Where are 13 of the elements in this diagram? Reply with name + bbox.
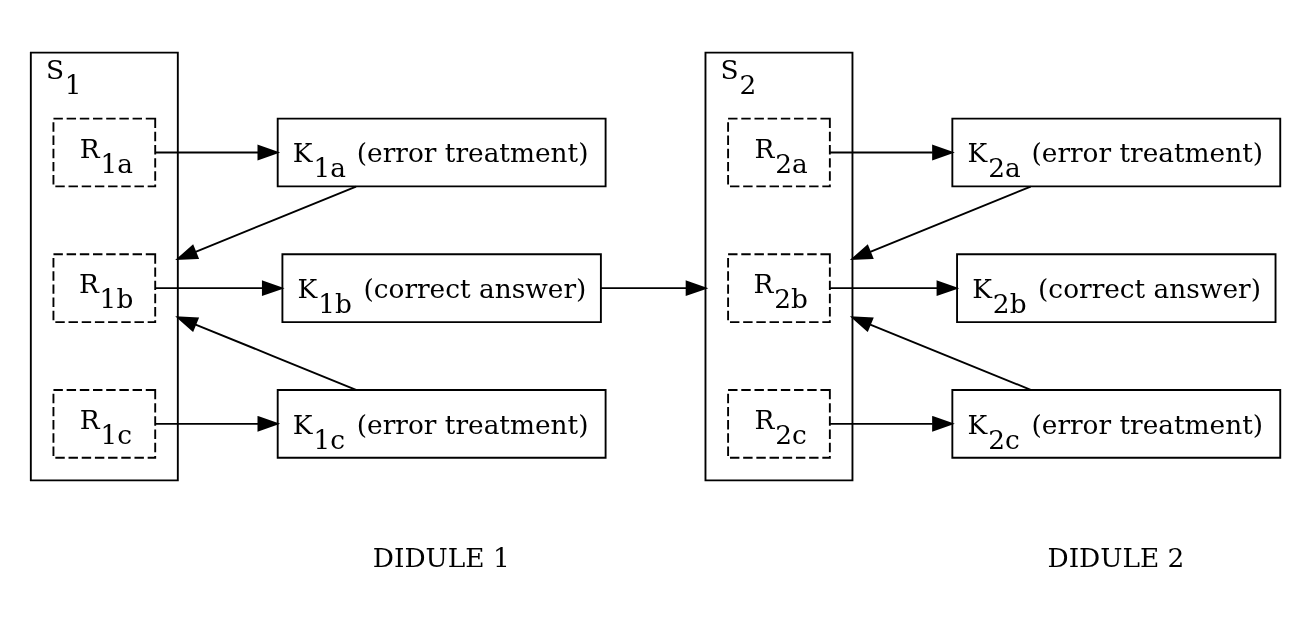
arrow bbox=[829, 144, 955, 161]
arrow bbox=[829, 280, 960, 297]
label: DIDULE 2 bbox=[1047, 542, 1185, 573]
arrow bbox=[154, 144, 281, 161]
arrow bbox=[154, 415, 281, 432]
arrow bbox=[600, 280, 709, 297]
arrow bbox=[849, 185, 1032, 261]
arrow bbox=[154, 280, 285, 297]
label: DIDULE 1 bbox=[372, 542, 510, 573]
arrow bbox=[175, 316, 357, 391]
arrow bbox=[175, 185, 357, 261]
arrow bbox=[849, 316, 1032, 391]
arrow bbox=[829, 415, 955, 432]
